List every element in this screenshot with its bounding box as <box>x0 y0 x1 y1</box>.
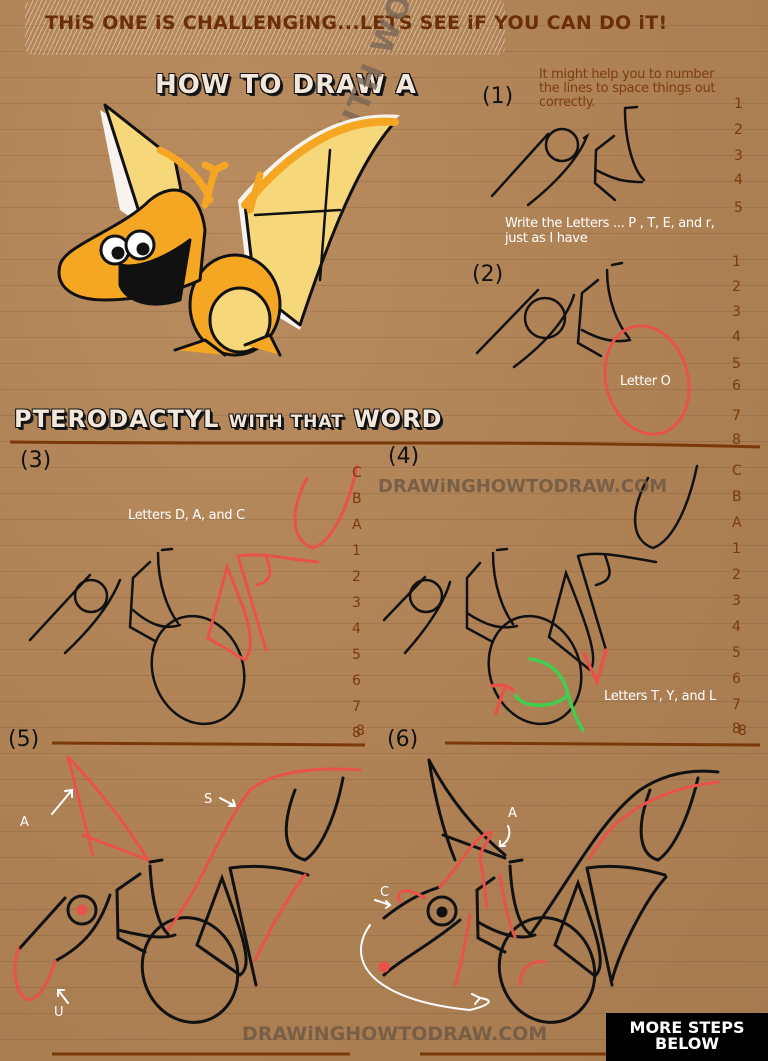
step-2-label: (2) <box>472 262 504 287</box>
banner-text: THiS ONE iS CHALLENGiNG...LETS SEE iF YO… <box>45 12 668 34</box>
title-with-that: WITH THAT <box>228 412 344 432</box>
guide-number: 7 <box>352 699 361 715</box>
guide-number: C <box>732 463 742 479</box>
guide-number: 3 <box>734 148 743 164</box>
step-2-instruction: Letter O <box>620 374 671 389</box>
step-6-annotation-a: A <box>508 806 517 821</box>
guide-number: 8 <box>732 432 741 448</box>
step6-new-strokes <box>378 780 720 987</box>
step5-sketch <box>18 776 345 1024</box>
more-steps-below-badge: MORE STEPS BELOW <box>606 1013 768 1061</box>
guide-number: A <box>352 517 362 533</box>
guide-number: 5 <box>352 647 361 663</box>
more-steps-line-2: BELOW <box>655 1034 719 1053</box>
guide-number: 3 <box>732 304 741 320</box>
pterodactyl-illustration <box>57 103 400 357</box>
guide-number: C <box>352 465 362 481</box>
guide-number: 5 <box>734 200 743 216</box>
guide-number: 2 <box>732 567 741 583</box>
banner-scribble <box>25 0 505 55</box>
guide-number: 2 <box>732 279 741 295</box>
step-1-label: (1) <box>482 84 514 109</box>
step4-new-letters <box>490 648 608 732</box>
guide-number: 4 <box>734 172 743 188</box>
guide-number: 1 <box>352 543 361 559</box>
guide-number: 4 <box>732 329 741 345</box>
site-watermark-top: DRAWiNGHOWTODRAW.COM <box>378 476 668 497</box>
guide-number: 4 <box>352 621 361 637</box>
guide-number: 8 <box>732 721 741 737</box>
title-line-1: HOW TO DRAW A <box>155 70 417 100</box>
section-dividers <box>9 440 761 1056</box>
guide-number: 6 <box>732 671 741 687</box>
guide-number: 8 <box>356 723 365 739</box>
guide-number: 3 <box>352 595 361 611</box>
guide-number: 4 <box>732 619 741 635</box>
step-6-label: (6) <box>387 727 419 752</box>
guide-number: 1 <box>732 541 741 557</box>
guide-number: 2 <box>352 569 361 585</box>
step-5-label: (5) <box>8 727 40 752</box>
step5-new-strokes <box>13 755 362 1002</box>
title-line-2: PTERODACTYL WITH THAT WORD <box>14 405 442 433</box>
step1-sketch <box>490 105 646 207</box>
guide-number: 3 <box>732 593 741 609</box>
guide-number: 5 <box>732 645 741 661</box>
step-5-annotation-a: A <box>20 815 29 830</box>
step6-sketch <box>382 758 720 1024</box>
guide-number: 1 <box>734 96 743 112</box>
step3-sketch <box>28 547 246 726</box>
guide-number: 2 <box>734 122 743 138</box>
step3-new-letters <box>206 464 359 662</box>
step-3-label: (3) <box>20 448 52 473</box>
guide-number: 7 <box>732 408 741 424</box>
guide-number: B <box>352 491 362 507</box>
step2-letter-o <box>603 324 691 436</box>
more-steps-line-1: MORE STEPS <box>629 1018 745 1037</box>
guide-number: 5 <box>732 356 741 372</box>
title-pterodactyl: PTERODACTYL <box>14 405 220 433</box>
step-3-instruction: Letters D, A, and C <box>128 508 245 523</box>
step2-sketch <box>475 261 632 369</box>
step-6-annotation-c: C <box>380 885 389 900</box>
step-5-annotation-u: U <box>54 1005 64 1020</box>
step6-arrows <box>360 825 511 1012</box>
title-word: WORD <box>353 405 443 433</box>
guide-number: 8 <box>738 723 747 739</box>
guide-number: 6 <box>352 673 361 689</box>
step5-arrows <box>51 788 237 1004</box>
guide-number: 6 <box>732 378 741 394</box>
guide-number: B <box>732 489 742 505</box>
guide-number: A <box>732 515 742 531</box>
guide-number: 8 <box>352 725 361 741</box>
step-1-tip: It might help you to number the lines to… <box>539 67 716 110</box>
step-5-annotation-s: S <box>204 792 212 807</box>
step-1-instruction: Write the Letters ... P , T, E, and r, j… <box>505 216 715 246</box>
guide-number: 7 <box>732 697 741 713</box>
step-4-instruction: Letters T, Y, and L <box>604 689 716 704</box>
site-watermark-bottom: DRAWiNGHOWTODRAW.COM <box>242 1023 548 1045</box>
step-4-label: (4) <box>388 444 420 469</box>
guide-number: 1 <box>732 254 741 270</box>
